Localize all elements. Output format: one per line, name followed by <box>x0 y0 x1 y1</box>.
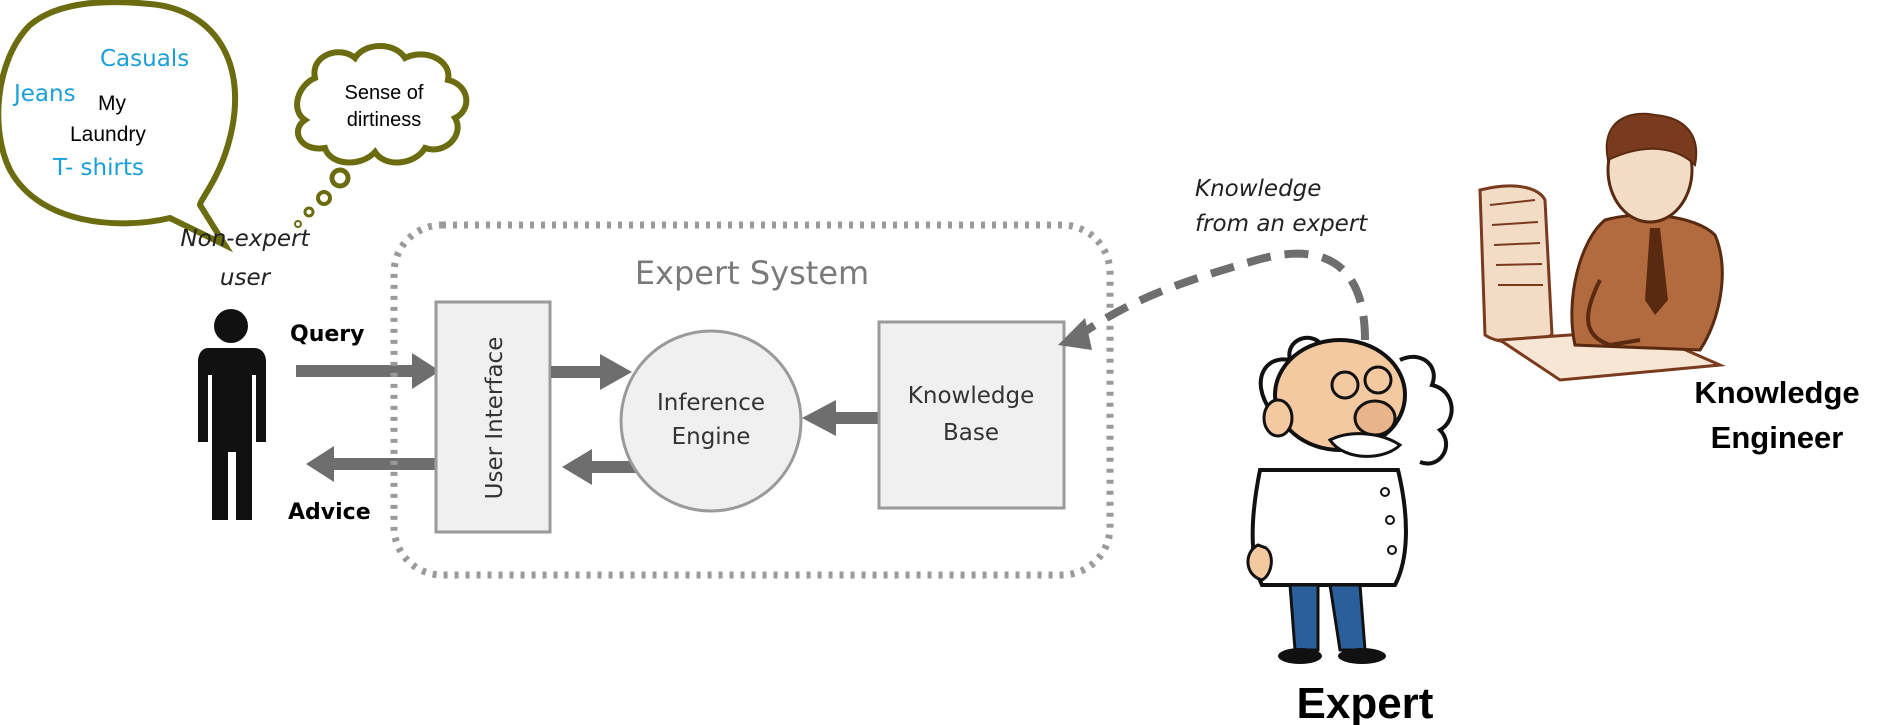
expert-label: Expert <box>1297 679 1434 725</box>
thought-dot-small <box>303 206 315 218</box>
inference-engine-line2: Engine <box>672 424 751 450</box>
knowledge-source-line1: Knowledge <box>1195 176 1321 202</box>
my-label: My <box>98 92 126 115</box>
expert-system-title: Expert System <box>635 254 869 292</box>
knowledge-base-line1: Knowledge <box>908 383 1034 409</box>
jeans-label: Jeans <box>12 81 76 107</box>
thought-dot-large <box>329 167 351 189</box>
user-label-line1: Non-expert <box>180 226 310 252</box>
advice-arrow <box>306 446 438 482</box>
inference-engine-circle <box>619 329 803 513</box>
engine-to-ui-arrow <box>562 449 642 485</box>
thought-line2: dirtiness <box>347 109 421 131</box>
knowledge-base-line2: Base <box>943 420 999 446</box>
person-silhouette-icon <box>198 309 266 520</box>
knowledge-source-line2: from an expert <box>1195 211 1368 237</box>
knowledge-transfer-arrowhead <box>1058 318 1092 350</box>
laundry-label: Laundry <box>70 123 146 146</box>
casuals-label: Casuals <box>100 46 189 72</box>
thought-dot-tiny <box>294 220 302 228</box>
thought-cloud: Sense of dirtiness <box>294 43 470 228</box>
kb-to-engine-arrow <box>802 400 880 436</box>
query-label: Query <box>290 322 364 347</box>
advice-label: Advice <box>288 500 371 525</box>
tshirts-label: T- shirts <box>52 155 144 181</box>
knowledge-engineer-icon <box>1478 112 1726 382</box>
knowledge-base-box <box>877 320 1066 510</box>
thought-line1: Sense of <box>345 82 424 104</box>
knowledge-transfer-path <box>1077 249 1369 341</box>
expert-system-boundary <box>390 221 1114 579</box>
inference-engine-line1: Inference <box>657 390 765 416</box>
speech-bubble: Casuals Jeans My Laundry T- shirts <box>0 0 239 253</box>
thought-dot-medium <box>316 190 332 206</box>
user-interface-label: User Interface <box>482 337 508 500</box>
expert-cartoon-icon <box>1246 335 1454 664</box>
knowledge-engineer-line2: Engineer <box>1711 420 1844 455</box>
ui-to-engine-arrow <box>551 354 632 390</box>
user-interface-box <box>434 300 552 534</box>
knowledge-engineer-line1: Knowledge <box>1694 375 1859 410</box>
query-arrow <box>296 353 440 389</box>
user-label-line2: user <box>220 265 272 291</box>
